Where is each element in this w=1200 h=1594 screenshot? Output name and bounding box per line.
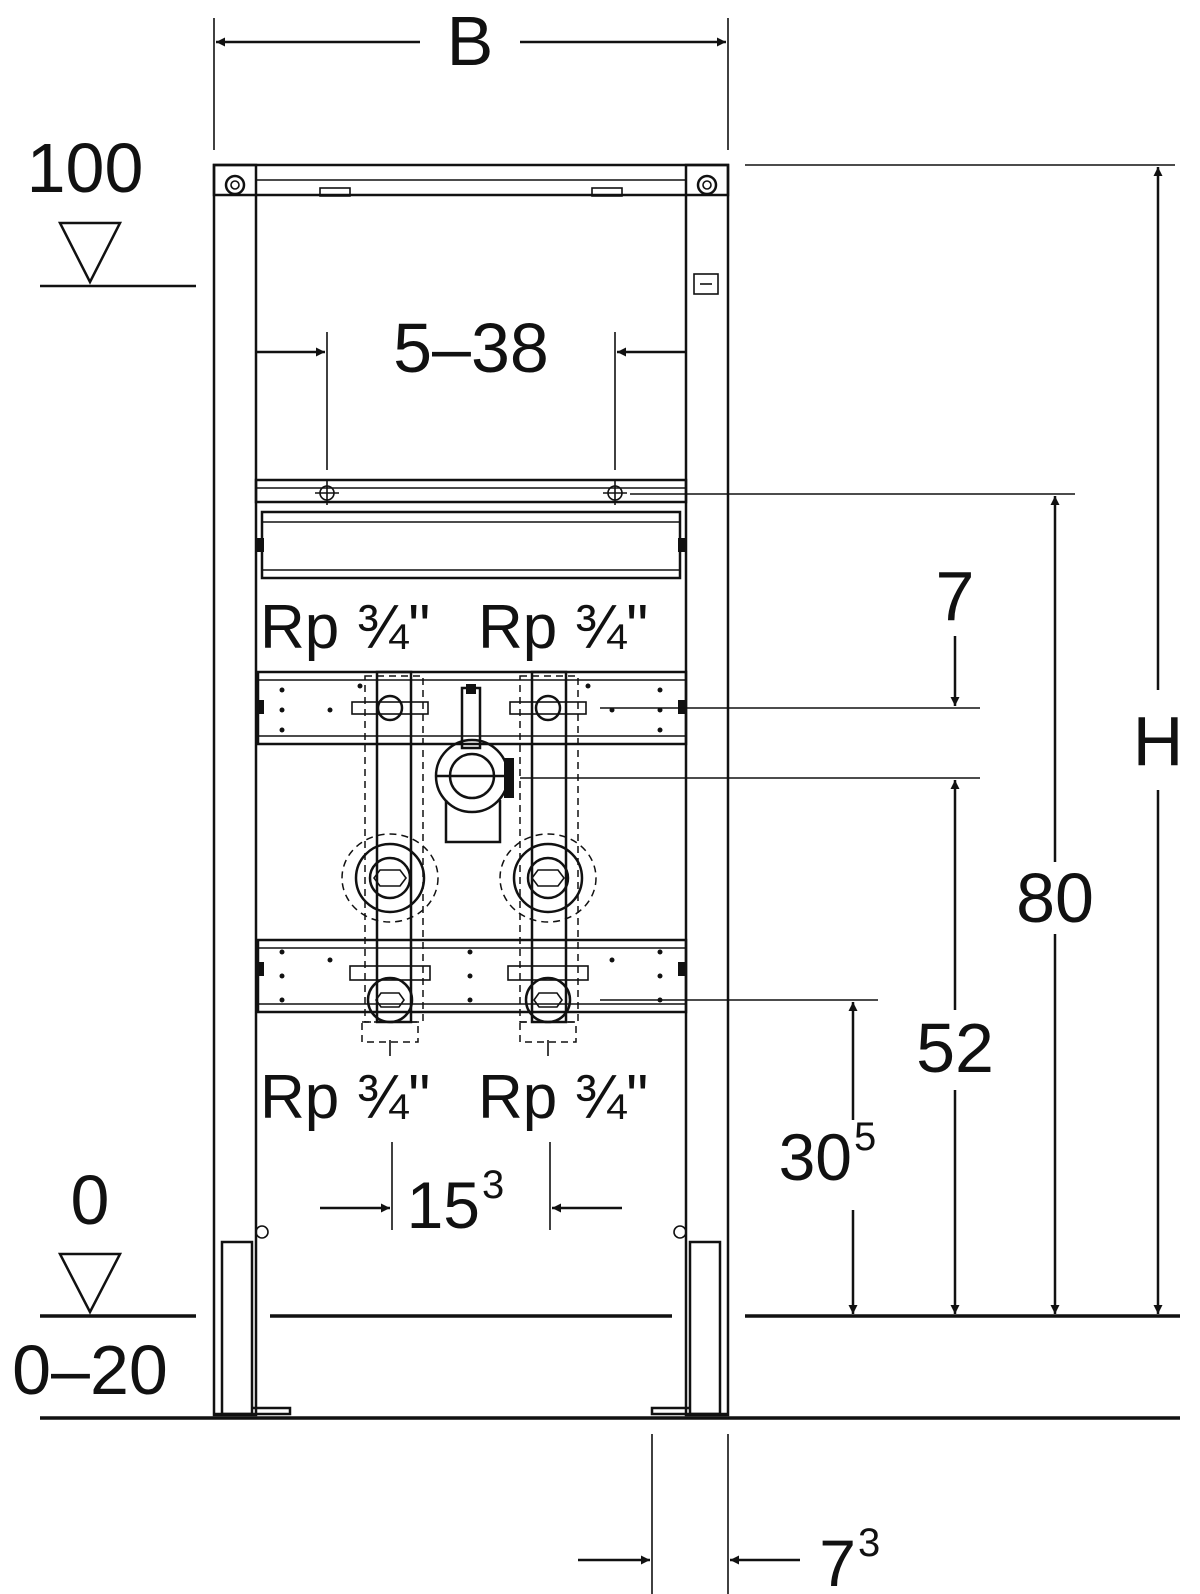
svg-text:0: 0 — [71, 1161, 110, 1239]
supply-pipe-left — [341, 670, 439, 1056]
dimension-80: 80 — [630, 493, 1094, 1314]
connection-lower-left: Rp ¾" — [260, 1063, 430, 1132]
svg-text:3: 3 — [858, 1521, 880, 1565]
dimension-7-3: 7 3 — [578, 1434, 880, 1594]
level-marker-top: 100 — [27, 129, 144, 285]
crossbar-screw-icon — [315, 481, 339, 505]
svg-text:3: 3 — [482, 1163, 504, 1207]
svg-text:15: 15 — [407, 1168, 480, 1242]
dimension-b: B — [213, 2, 729, 150]
level-marker-floor: 0 0–20 — [12, 1161, 168, 1409]
dimension-h: H — [745, 164, 1184, 1314]
svg-text:100: 100 — [27, 129, 144, 207]
dimension-52: 52 — [916, 780, 994, 1314]
connection-lower-right: Rp ¾" — [478, 1063, 648, 1132]
floor-lines — [40, 284, 1180, 1420]
connection-upper-left: Rp ¾" — [260, 593, 430, 662]
level-triangle-icon — [57, 221, 123, 285]
svg-text:B: B — [447, 2, 494, 80]
dimension-15-3: 15 3 — [320, 1142, 622, 1242]
level-triangle-icon — [57, 1252, 123, 1315]
drain-elbow — [434, 684, 514, 844]
connection-upper-right: Rp ¾" — [478, 593, 648, 662]
dimension-30-5: 30 5 — [600, 999, 878, 1314]
supply-pipe-right — [499, 670, 597, 1056]
svg-text:7: 7 — [936, 557, 975, 635]
connection-labels-upper: Rp ¾" Rp ¾" — [260, 593, 648, 662]
crossbar-screw-icon — [603, 481, 627, 505]
connection-labels-lower: Rp ¾" Rp ¾" — [260, 1063, 648, 1132]
svg-text:H: H — [1133, 702, 1184, 780]
svg-text:52: 52 — [916, 1009, 994, 1087]
frame — [212, 163, 730, 1417]
svg-text:80: 80 — [1016, 859, 1094, 937]
svg-text:7: 7 — [819, 1526, 856, 1594]
dimension-inner-width: 5–38 — [256, 309, 686, 470]
svg-text:5: 5 — [854, 1115, 876, 1159]
svg-text:30: 30 — [779, 1120, 852, 1194]
svg-text:0–20: 0–20 — [12, 1331, 168, 1409]
svg-text:5–38: 5–38 — [393, 309, 549, 387]
dimension-7: 7 — [520, 557, 980, 779]
